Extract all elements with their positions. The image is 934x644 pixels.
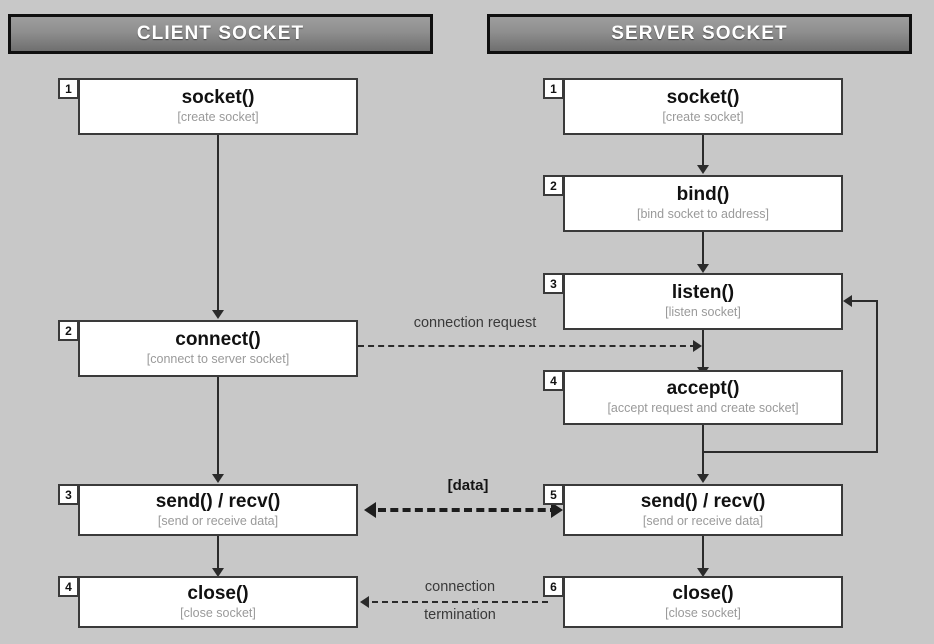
connector-server-listen-to-accept [702, 330, 704, 370]
node-server-socket-title: socket() [666, 87, 740, 109]
column-header-server: SERVER SOCKET [487, 14, 912, 54]
node-client-close-desc: [close socket] [180, 605, 256, 620]
node-client-socket[interactable]: socket() [create socket] [78, 78, 358, 135]
node-client-close-title: close() [187, 582, 249, 604]
link-label-connection-termination-line2: termination [424, 607, 496, 623]
step-badge-client-4: 4 [58, 576, 79, 597]
arrowhead-data-left [364, 502, 376, 518]
node-client-sendrecv-title: send() / recv() [155, 490, 281, 512]
arrowhead-connection-request [693, 340, 702, 352]
node-server-sendrecv-desc: [send or receive data] [642, 513, 764, 528]
arrowhead-server-sendrecv-in [697, 474, 709, 483]
connector-client-socket-to-connect [217, 135, 219, 312]
node-server-accept-desc: [accept request and create socket] [607, 401, 799, 416]
arrowhead-client-connect-in [212, 310, 224, 319]
loop-segment-right [876, 300, 878, 453]
node-client-socket-desc: [create socket] [177, 110, 259, 125]
connector-client-sendrecv-to-close [217, 536, 219, 572]
arrowhead-server-close-in [697, 568, 709, 577]
step-badge-server-5: 5 [543, 484, 564, 505]
connector-client-connect-to-sendrecv [217, 377, 219, 476]
link-connection-termination-line [372, 601, 548, 603]
loop-segment-top [852, 300, 878, 302]
node-server-bind[interactable]: bind() [bind socket to address] [563, 175, 843, 232]
step-badge-client-1: 1 [58, 78, 79, 99]
loop-segment-bottom [702, 451, 878, 453]
node-server-listen-title: listen() [671, 282, 735, 304]
node-client-sendrecv[interactable]: send() / recv() [send or receive data] [78, 484, 358, 536]
arrowhead-data-right [551, 502, 563, 518]
node-server-close-title: close() [672, 582, 734, 604]
node-server-close-desc: [close socket] [665, 605, 741, 620]
node-server-socket-desc: [create socket] [662, 110, 744, 125]
node-server-accept-title: accept() [666, 378, 740, 400]
arrowhead-client-close-in [212, 568, 224, 577]
link-data-line [378, 508, 558, 512]
link-label-connection-request: connection request [413, 315, 537, 331]
step-badge-server-2: 2 [543, 175, 564, 196]
step-badge-client-3: 3 [58, 484, 79, 505]
column-header-server-label: SERVER SOCKET [611, 23, 788, 44]
node-client-connect-title: connect() [175, 329, 261, 351]
node-server-sendrecv-title: send() / recv() [640, 490, 766, 512]
step-badge-server-4: 4 [543, 370, 564, 391]
node-client-sendrecv-desc: [send or receive data] [157, 513, 279, 528]
link-label-connection-termination-line1: connection [424, 579, 496, 595]
step-badge-client-2: 2 [58, 320, 79, 341]
arrowhead-client-sendrecv-in [212, 474, 224, 483]
node-server-socket[interactable]: socket() [create socket] [563, 78, 843, 135]
step-badge-server-1: 1 [543, 78, 564, 99]
connector-server-sendrecv-to-close [702, 536, 704, 572]
node-client-connect-desc: [connect to server socket] [146, 352, 290, 367]
node-server-listen-desc: [listen socket] [665, 305, 741, 320]
node-server-accept[interactable]: accept() [accept request and create sock… [563, 370, 843, 425]
arrowhead-server-listen-loop-in [843, 295, 852, 307]
node-server-sendrecv[interactable]: send() / recv() [send or receive data] [563, 484, 843, 536]
column-header-client: CLIENT SOCKET [8, 14, 433, 54]
connector-server-bind-to-listen [702, 232, 704, 267]
arrowhead-server-listen-in [697, 264, 709, 273]
node-client-socket-title: socket() [181, 87, 255, 109]
step-badge-server-3: 3 [543, 273, 564, 294]
node-client-close[interactable]: close() [close socket] [78, 576, 358, 628]
arrowhead-server-bind-in [697, 165, 709, 174]
node-server-bind-desc: [bind socket to address] [636, 207, 770, 222]
node-server-bind-title: bind() [676, 184, 730, 206]
connector-server-accept-to-sendrecv [702, 425, 704, 476]
link-label-data: [data] [447, 477, 489, 494]
node-client-connect[interactable]: connect() [connect to server socket] [78, 320, 358, 377]
step-badge-server-6: 6 [543, 576, 564, 597]
arrowhead-connection-termination [360, 596, 369, 608]
connector-server-socket-to-bind [702, 135, 704, 168]
node-server-close[interactable]: close() [close socket] [563, 576, 843, 628]
link-connection-request-line [358, 345, 696, 347]
column-header-client-label: CLIENT SOCKET [136, 23, 305, 44]
node-server-listen[interactable]: listen() [listen socket] [563, 273, 843, 330]
